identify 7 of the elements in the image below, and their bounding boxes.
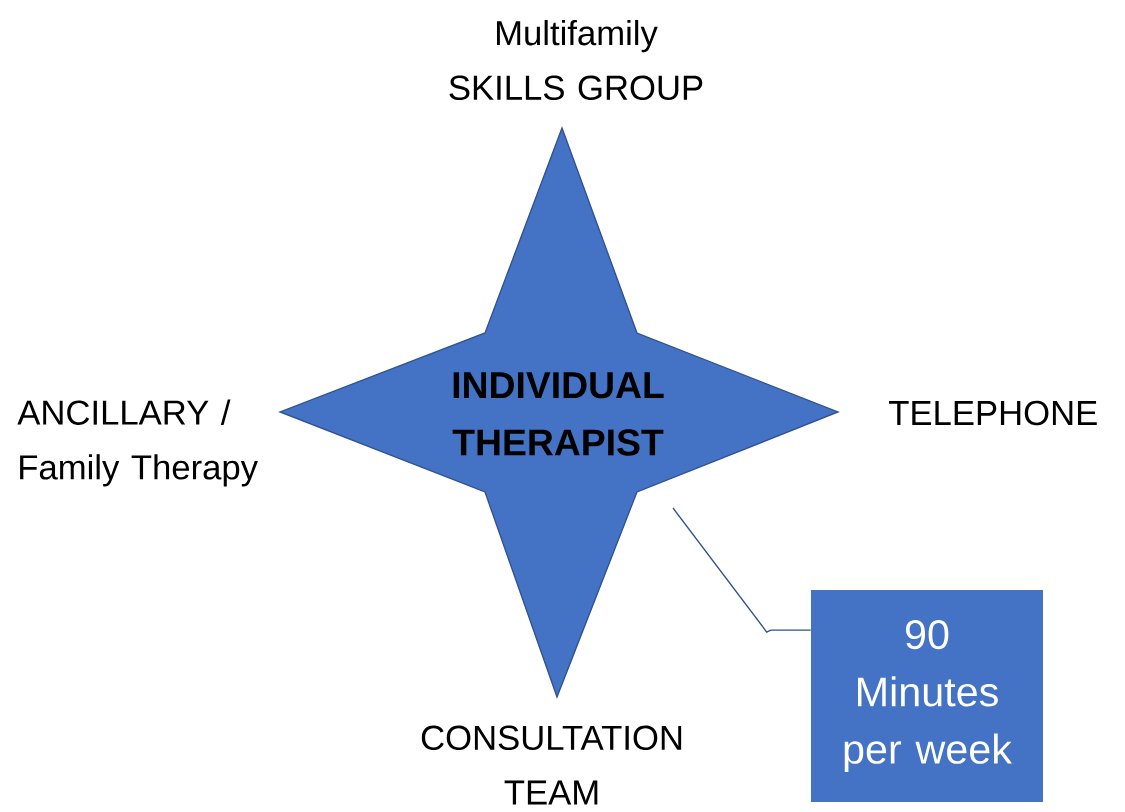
duration-box: 90 Minutes per week [811,590,1043,802]
star-label: INDIVIDUAL THERAPIST [452,372,664,456]
point-label: ANCILLARY / Family Therapy [17,399,258,487]
point-label: CONSULTATION TEAM [421,725,682,805]
leader-line [672,507,812,633]
point-label: TELEPHONE [889,400,1097,426]
point-label: Multifamily SKILLS GROUP [449,19,703,101]
